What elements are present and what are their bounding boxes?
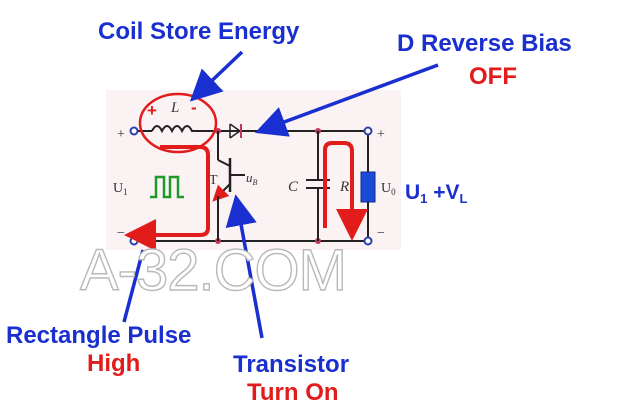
coil-minus-sign: - (191, 98, 197, 117)
annotation-high: High (87, 350, 140, 377)
label-output: U0 (381, 181, 396, 197)
label-capacitor: C (288, 179, 299, 195)
label-base-voltage: uB (246, 170, 258, 187)
transistor-collector-leg (217, 159, 231, 167)
annotation-u1-plus-vl: U1 +VL (405, 181, 468, 206)
terminal-out-plus (363, 126, 373, 136)
label-input: U1 (113, 181, 128, 197)
terminal-in-plus (129, 126, 139, 136)
annotation-d-reverse-bias: D Reverse Bias (397, 30, 572, 57)
capacitor-charge-arrow (323, 141, 368, 241)
label-resistor: R (339, 179, 349, 195)
annotation-coil-store-energy: Coil Store Energy (98, 18, 300, 45)
coil-pointer-arrow (189, 50, 244, 102)
label-minus-right: − (377, 226, 385, 241)
pulse-pointer-line (122, 249, 145, 323)
annotation-off: OFF (469, 63, 517, 90)
pulse-waveform-icon (150, 175, 184, 199)
diode-pointer-arrow (254, 63, 439, 137)
label-inductor: L (170, 100, 179, 116)
terminal-out-minus (363, 236, 373, 246)
coil-plus-sign: + (147, 101, 157, 120)
label-plus-right: + (377, 127, 385, 142)
annotation-turn-on: Turn On (247, 379, 339, 406)
coil-highlight-circle (138, 92, 218, 154)
transistor-emitter-leg (212, 183, 231, 202)
label-plus-left: + (117, 127, 125, 142)
transistor-pointer-arrow (225, 194, 264, 339)
watermark-text: A-32.COM (80, 238, 346, 303)
current-loop-arrow (124, 145, 210, 251)
annotation-rectangle-pulse: Rectangle Pulse (6, 322, 191, 349)
label-minus-left: − (117, 226, 125, 241)
annotation-transistor: Transistor (233, 351, 349, 378)
load-resistor (360, 171, 376, 203)
label-transistor: T (209, 173, 218, 188)
inductor-coil (151, 125, 196, 134)
